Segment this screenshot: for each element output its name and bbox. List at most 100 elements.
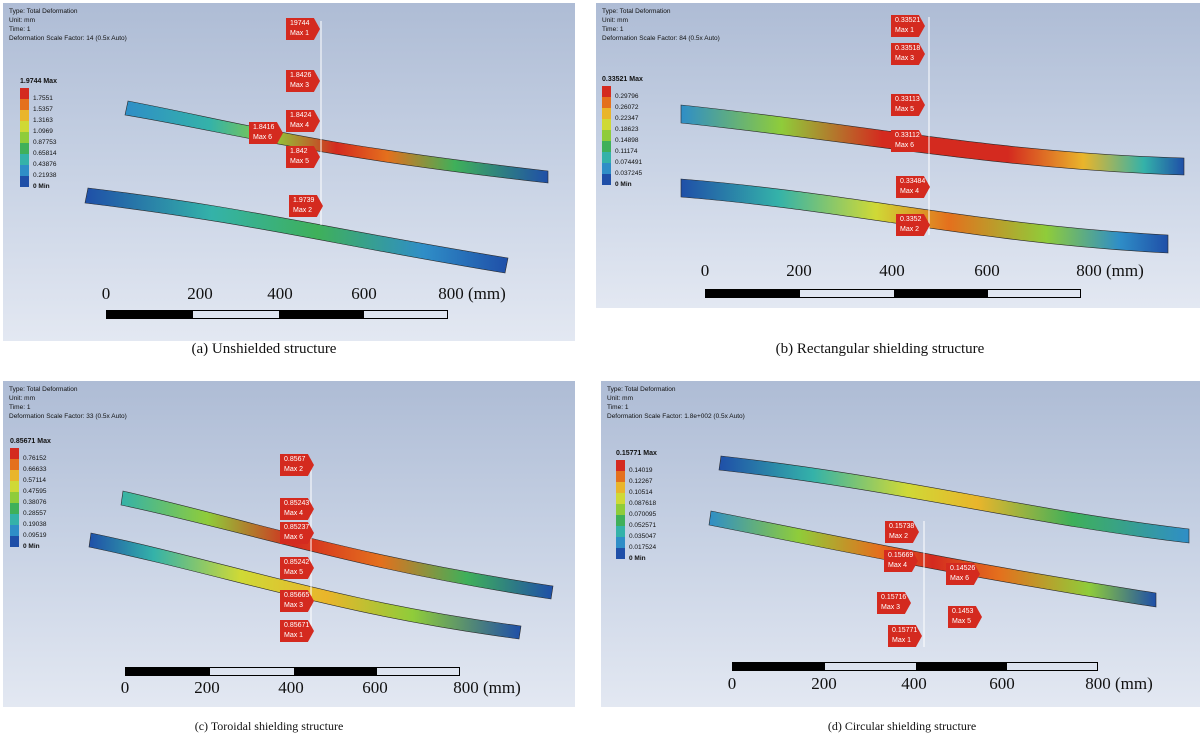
legend-swatch [602, 108, 611, 119]
tick-label: 800 (mm) [1085, 674, 1153, 693]
legend-swatch [20, 110, 29, 121]
legend-swatch [20, 143, 29, 154]
legend-swatch [10, 525, 19, 536]
legend-swatch [20, 99, 29, 110]
legend-swatch [10, 470, 19, 481]
caption-b: (b) Rectangular shielding structure [775, 341, 985, 357]
legend-swatch [10, 492, 19, 503]
deformation-plot [88, 466, 554, 640]
scale-bar: 0 200 400 600 800 (mm) [121, 667, 521, 703]
result-header: Type: Total Deformation Unit: mm Time: 1… [607, 385, 745, 421]
scale-bar: 0 200 400 600 800 (mm) [701, 261, 1144, 303]
time-label: Time: 1 [602, 26, 624, 33]
tick-label: 0 [101, 284, 111, 303]
legend-value-label: 0.29796 [615, 93, 639, 100]
tick-label: 0 [120, 678, 130, 697]
scale-bar-track [705, 289, 1081, 298]
legend-swatch [616, 493, 625, 504]
spring-leaf-lower [708, 510, 1157, 608]
legend-value-label: 1.3163 [33, 117, 53, 124]
legend-swatch [10, 536, 19, 547]
tick-label: 600 [351, 284, 377, 303]
legend-value-label: 0.22347 [615, 115, 639, 122]
legend-value-label: 0.38076 [23, 499, 47, 506]
scale-bar-track [732, 662, 1098, 671]
unit-label: Unit: mm [9, 395, 35, 402]
legend-swatch [616, 548, 625, 559]
legend-value-label: 0.037245 [615, 170, 643, 177]
legend-swatch [616, 537, 625, 548]
legend-swatch [602, 119, 611, 130]
legend-swatch [20, 154, 29, 165]
tick-label: 200 [194, 678, 220, 697]
legend-min-label: 0 Min [23, 543, 40, 550]
legend-min-label: 0 Min [615, 181, 632, 188]
legend-value-label: 0.28557 [23, 510, 47, 517]
legend-min-label: 0 Min [629, 555, 646, 562]
legend-value-label: 0.21938 [33, 172, 57, 179]
viewport-background [601, 381, 1200, 707]
legend-value-label: 0.65814 [33, 150, 57, 157]
legend-value-label: 0.074491 [615, 159, 643, 166]
spring-leaf-lower [88, 532, 522, 640]
unit-label: Unit: mm [9, 17, 35, 24]
spring-leaf-lower [84, 187, 509, 274]
spring-leaf-upper [680, 104, 1185, 176]
legend-max-label: 0.85671 Max [10, 438, 51, 445]
scale-factor-label: Deformation Scale Factor: 33 (0.5x Auto) [9, 413, 127, 420]
legend-max-label: 0.15771 Max [616, 450, 657, 457]
legend-swatch [20, 88, 29, 99]
tick-label: 400 [879, 261, 905, 280]
tick-label: 400 [278, 678, 304, 697]
result-header: Type: Total Deformation Unit: mm Time: 1… [602, 7, 720, 43]
tick-label: 400 [901, 674, 927, 693]
legend-value-label: 0.26072 [615, 104, 639, 111]
tick-label: 800 (mm) [1076, 261, 1144, 280]
legend-swatch [20, 165, 29, 176]
legend-value-label: 0.76152 [23, 455, 47, 462]
scale-factor-label: Deformation Scale Factor: 84 (0.5x Auto) [602, 35, 720, 42]
scale-factor-label: Deformation Scale Factor: 1.8e+002 (0.5x… [607, 413, 745, 420]
legend-value-label: 0.09519 [23, 532, 47, 539]
scale-bar-track [125, 667, 460, 676]
legend-swatch [616, 504, 625, 515]
legend-swatch [10, 481, 19, 492]
legend-value-label: 0.66633 [23, 466, 47, 473]
scale-bar-track [106, 310, 448, 319]
legend-value-label: 0.19038 [23, 521, 47, 528]
unit-label: Unit: mm [602, 17, 628, 24]
legend-swatch [10, 514, 19, 525]
legend-swatch [10, 503, 19, 514]
legend-swatch [602, 163, 611, 174]
legend-value-label: 0.087618 [629, 500, 657, 507]
scale-bar: 0 200 400 600 800 (mm) [102, 284, 506, 328]
result-header: Type: Total Deformation Unit: mm Time: 1… [9, 385, 127, 421]
legend-swatch [20, 132, 29, 143]
legend-value-label: 0.87753 [33, 139, 57, 146]
time-label: Time: 1 [607, 404, 629, 411]
time-label: Time: 1 [9, 26, 31, 33]
spring-leaf-upper [120, 490, 554, 600]
scale-factor-label: Deformation Scale Factor: 14 (0.5x Auto) [9, 35, 127, 42]
type-label: Type: Total Deformation [607, 386, 676, 393]
legend-value-label: 0.14898 [615, 137, 639, 144]
type-label: Type: Total Deformation [9, 8, 78, 15]
tick-label: 600 [989, 674, 1015, 693]
caption-a: (a) Unshielded structure [191, 341, 337, 357]
panel-a: Type: Total Deformation Unit: mm Time: 1… [3, 3, 575, 341]
legend-value-label: 1.7551 [33, 95, 53, 102]
legend-min-label: 0 Min [33, 183, 50, 190]
